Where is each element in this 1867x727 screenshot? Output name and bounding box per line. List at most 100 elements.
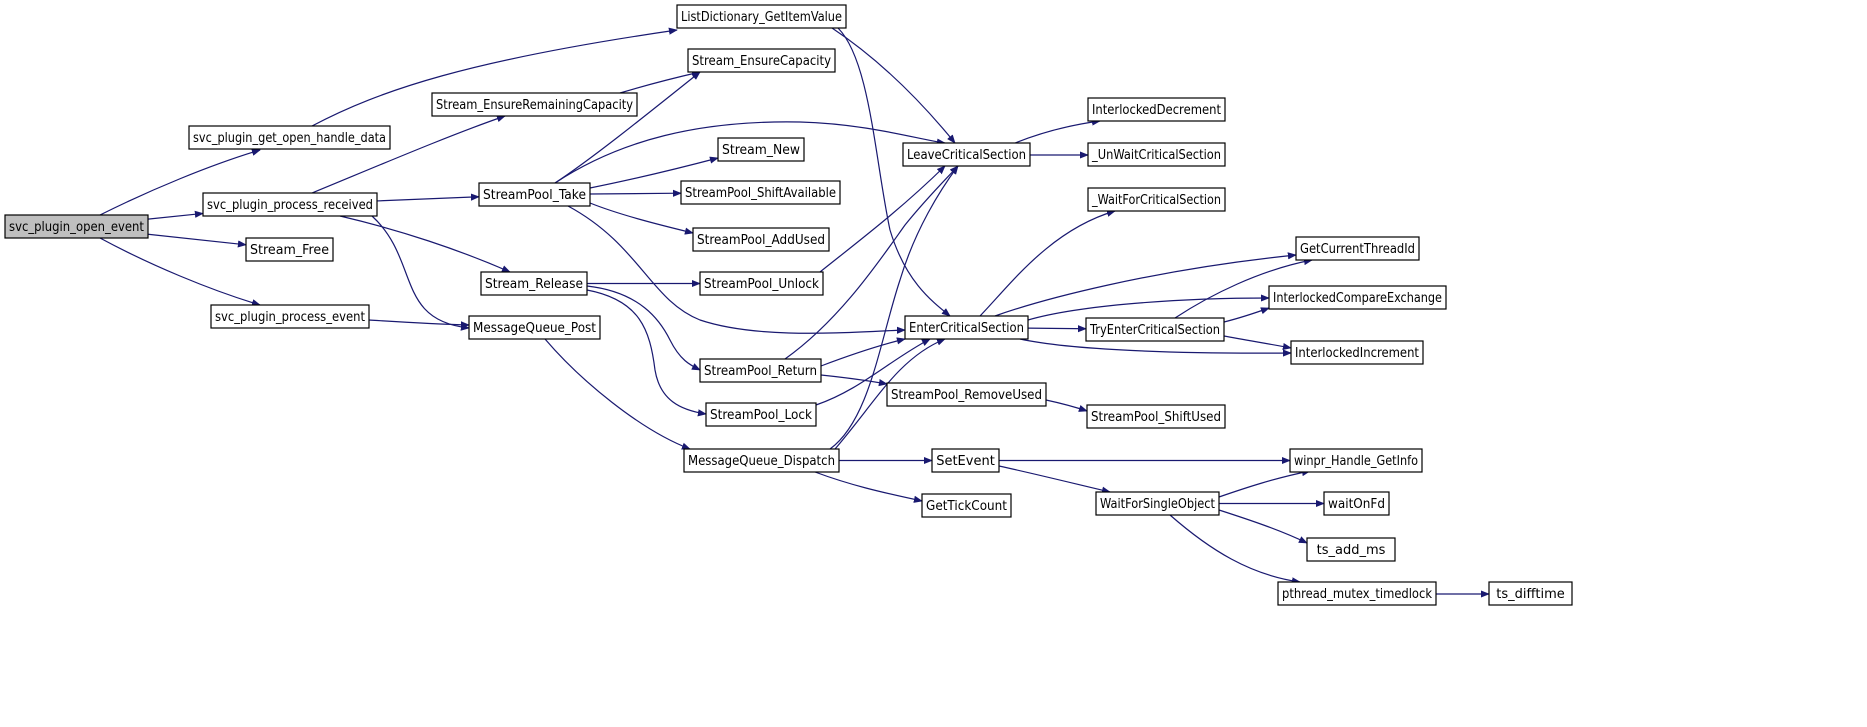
node-box: [210, 304, 370, 329]
edge-try_enter_cs-to-interlocked_cmp: [1223, 307, 1270, 323]
node-enter-cs[interactable]: EnterCriticalSection: [904, 315, 1029, 340]
edge-layer: [99, 27, 1490, 598]
node-pool-lock[interactable]: StreamPool_Lock: [705, 402, 817, 427]
node-shift-available[interactable]: StreamPool_ShiftAvailable: [680, 180, 841, 205]
edge-set_event-to-wait_single: [998, 465, 1111, 494]
node-box: [699, 358, 822, 383]
node-get-open-handle[interactable]: svc_plugin_get_open_handle_data: [188, 125, 391, 150]
edge-enter_cs-to-wait_cs: [979, 209, 1116, 317]
node-box: [1087, 187, 1226, 212]
node-box: [431, 92, 638, 117]
edge-line: [784, 165, 959, 360]
node-try-enter-cs[interactable]: TryEnterCriticalSection: [1085, 317, 1225, 342]
node-label: ts_add_ms: [1317, 543, 1386, 558]
node-label: Stream_EnsureCapacity: [692, 54, 831, 69]
node-pool-unlock[interactable]: StreamPool_Unlock: [699, 271, 824, 296]
edge-process_received-to-ensure_remaining: [311, 115, 506, 194]
node-label: svc_plugin_process_received: [207, 198, 373, 213]
edge-wait_single-to-mutex_timedlock: [1169, 514, 1301, 585]
node-label: StreamPool_Lock: [710, 408, 812, 423]
node-thread-id[interactable]: GetCurrentThreadId: [1295, 236, 1420, 261]
edge-line: [619, 70, 701, 94]
node-shift-used[interactable]: StreamPool_ShiftUsed: [1086, 404, 1226, 429]
edge-line: [554, 121, 946, 184]
edge-try_enter_cs-to-thread_id: [1174, 257, 1313, 319]
node-label: Stream_Free: [250, 243, 329, 258]
edge-line: [1019, 338, 1292, 357]
edge-line: [368, 319, 470, 329]
node-mutex-timedlock[interactable]: pthread_mutex_timedlock: [1277, 581, 1437, 606]
node-wait-on-fd[interactable]: waitOnFd: [1323, 491, 1390, 516]
node-box: [468, 315, 601, 340]
node-ts-add-ms[interactable]: ts_add_ms: [1306, 537, 1396, 562]
edge-line: [376, 193, 480, 202]
node-process-event[interactable]: svc_plugin_process_event: [210, 304, 370, 329]
node-box: [705, 402, 817, 427]
node-tick-count[interactable]: GetTickCount: [921, 493, 1012, 518]
node-leave-cs[interactable]: LeaveCriticalSection: [902, 142, 1031, 167]
node-label: MessageQueue_Dispatch: [688, 454, 835, 469]
edge-try_enter_cs-to-interlocked_inc: [1223, 335, 1292, 351]
edge-enter_cs-to-try_enter_cs: [1027, 325, 1087, 333]
node-open-event[interactable]: svc_plugin_open_event: [4, 214, 149, 239]
node-label: GetTickCount: [926, 499, 1007, 514]
node-label: EnterCriticalSection: [909, 321, 1024, 336]
node-box: [683, 448, 840, 473]
node-wait-single[interactable]: WaitForSingleObject: [1095, 491, 1220, 516]
node-handle-getinfo[interactable]: winpr_Handle_GetInfo: [1289, 448, 1423, 473]
node-stream-release[interactable]: Stream_Release: [480, 271, 588, 296]
edge-stream_release-to-pool_lock: [586, 289, 707, 417]
node-box: [1277, 581, 1437, 606]
node-box: [188, 125, 391, 150]
node-label: MessageQueue_Post: [473, 321, 596, 336]
node-box: [886, 382, 1047, 407]
node-stream-free[interactable]: Stream_Free: [245, 237, 334, 262]
edge-remove_used-to-shift_used: [1045, 399, 1088, 412]
node-interlocked-cmp[interactable]: InterlockedCompareExchange: [1268, 285, 1447, 310]
node-pool-return[interactable]: StreamPool_Return: [699, 358, 822, 383]
edge-pool_take-to-enter_cs: [567, 205, 906, 334]
node-label: StreamPool_Take: [483, 188, 586, 203]
node-ts-difftime[interactable]: ts_difftime: [1488, 581, 1573, 606]
node-mq-post[interactable]: MessageQueue_Post: [468, 315, 601, 340]
node-label: pthread_mutex_timedlock: [1282, 587, 1432, 602]
edge-mq_post-to-mq_dispatch: [544, 338, 691, 450]
node-box: [480, 271, 588, 296]
node-box: [1295, 236, 1420, 261]
node-unwait-cs[interactable]: _UnWaitCriticalSection: [1087, 142, 1226, 167]
node-box: [1095, 491, 1220, 516]
node-ensure-capacity[interactable]: Stream_EnsureCapacity: [687, 48, 836, 73]
node-label: Stream_New: [722, 143, 800, 158]
node-box: [1488, 581, 1573, 606]
node-set-event[interactable]: SetEvent: [931, 448, 1000, 473]
node-box: [1289, 448, 1423, 473]
node-add-used[interactable]: StreamPool_AddUsed: [692, 227, 830, 252]
node-box: [931, 448, 1000, 473]
node-mq-dispatch[interactable]: MessageQueue_Dispatch: [683, 448, 840, 473]
edge-open_event-to-stream_free: [147, 233, 247, 248]
node-box: [478, 182, 591, 207]
node-pool-take[interactable]: StreamPool_Take: [478, 182, 591, 207]
node-interlocked-dec[interactable]: InterlockedDecrement: [1087, 97, 1226, 122]
node-remove-used[interactable]: StreamPool_RemoveUsed: [886, 382, 1047, 407]
edge-process_event-to-mq_post: [368, 319, 470, 329]
node-listdict[interactable]: ListDictionary_GetItemValue: [676, 4, 847, 29]
node-box: [676, 4, 847, 29]
edge-line: [1174, 257, 1313, 319]
node-interlocked-inc[interactable]: InterlockedIncrement: [1290, 340, 1424, 365]
node-label: LeaveCriticalSection: [907, 148, 1026, 163]
edge-line: [820, 374, 888, 387]
edge-line: [815, 338, 931, 406]
edge-open_event-to-process_event: [99, 237, 261, 307]
edge-line: [339, 215, 511, 273]
edge-enter_cs-to-interlocked_inc: [1019, 338, 1292, 357]
edge-line: [979, 209, 1116, 317]
edge-line: [311, 27, 678, 127]
edge-wait_single-to-ts_add_ms: [1218, 509, 1308, 544]
node-ensure-remaining[interactable]: Stream_EnsureRemainingCapacity: [431, 92, 638, 117]
node-wait-cs[interactable]: _WaitForCriticalSection: [1087, 187, 1226, 212]
node-process-received[interactable]: svc_plugin_process_received: [202, 192, 378, 217]
edge-pool_lock-to-enter_cs: [815, 338, 931, 406]
node-label: TryEnterCriticalSection: [1089, 323, 1220, 338]
node-stream-new[interactable]: Stream_New: [717, 137, 805, 162]
